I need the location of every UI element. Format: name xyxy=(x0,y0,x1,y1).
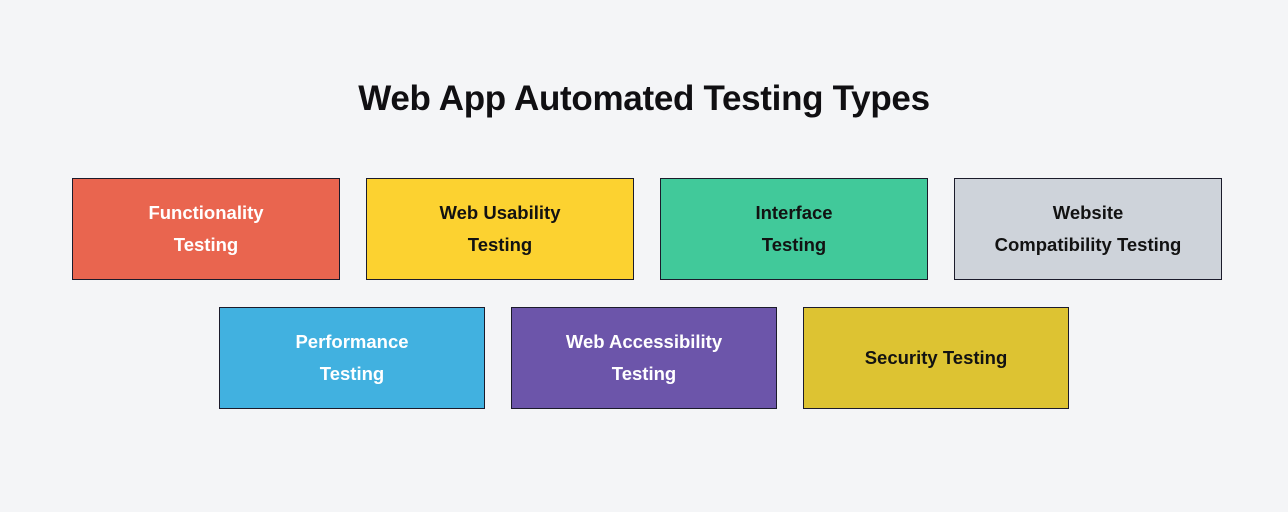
testing-type-label: Website Compatibility Testing xyxy=(994,202,1182,255)
testing-type-card-security[interactable]: Security Testing xyxy=(803,307,1069,409)
testing-type-label: Performance Testing xyxy=(295,331,409,384)
testing-type-card-functionality[interactable]: Functionality Testing xyxy=(72,178,340,280)
testing-type-card-interface[interactable]: Interface Testing xyxy=(660,178,928,280)
testing-type-card-web-accessibility[interactable]: Web Accessibility Testing xyxy=(511,307,777,409)
testing-type-label: Web Accessibility Testing xyxy=(565,331,723,384)
testing-types-row-1: Functionality Testing Web Usability Test… xyxy=(72,178,1222,280)
testing-type-card-web-usability[interactable]: Web Usability Testing xyxy=(366,178,634,280)
testing-type-label: Functionality Testing xyxy=(148,202,264,255)
page-title: Web App Automated Testing Types xyxy=(358,79,930,118)
testing-type-card-performance[interactable]: Performance Testing xyxy=(219,307,485,409)
testing-types-row-2: Performance Testing Web Accessibility Te… xyxy=(219,307,1069,409)
testing-type-card-website-compatibility[interactable]: Website Compatibility Testing xyxy=(954,178,1222,280)
testing-type-label: Security Testing xyxy=(864,347,1008,368)
testing-type-label: Web Usability Testing xyxy=(439,202,561,255)
testing-type-label: Interface Testing xyxy=(755,202,833,255)
